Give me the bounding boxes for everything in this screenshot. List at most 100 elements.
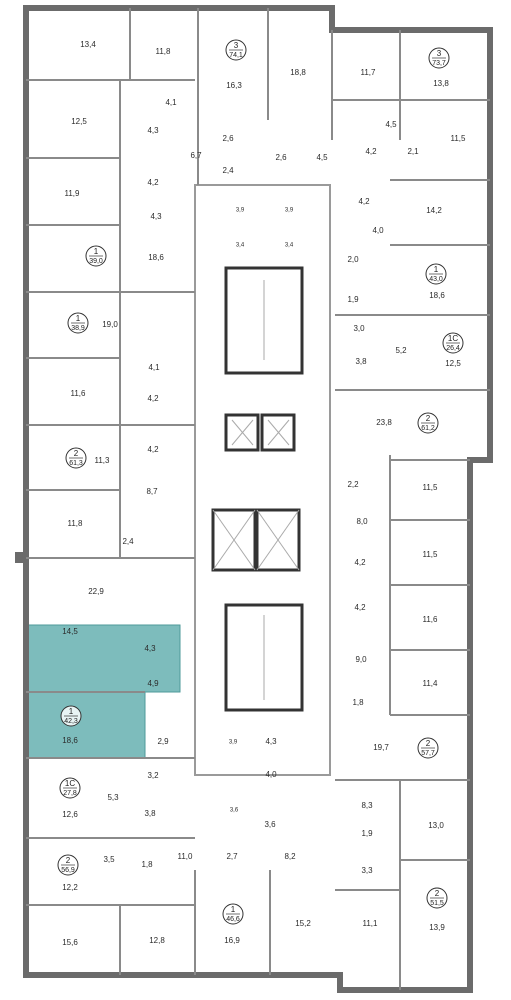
room-label: 18,8 xyxy=(290,68,306,77)
room-label: 16,3 xyxy=(226,81,242,90)
svg-text:46,6: 46,6 xyxy=(226,916,240,923)
apartment-badge: 2 61,2 xyxy=(417,412,439,434)
room-label: 14,5 xyxy=(62,627,78,636)
svg-text:61,2: 61,2 xyxy=(421,425,435,432)
room-label: 11,5 xyxy=(423,550,439,559)
room-label: 11,0 xyxy=(178,852,194,861)
room-label: 18,6 xyxy=(62,736,78,745)
svg-text:1С: 1С xyxy=(65,779,75,788)
room-label: 15,6 xyxy=(62,938,78,947)
room-label: 6,7 xyxy=(190,151,202,160)
room-label: 11,6 xyxy=(423,615,439,624)
room-label: 4,0 xyxy=(372,226,384,235)
room-label: 4,1 xyxy=(165,98,177,107)
room-label: 3,8 xyxy=(144,809,156,818)
room-label: 15,2 xyxy=(295,919,311,928)
room-label: 1,8 xyxy=(352,698,364,707)
apartment-badge: 1 38,9 xyxy=(67,312,89,334)
svg-text:2: 2 xyxy=(74,449,79,458)
room-label: 3,8 xyxy=(355,357,367,366)
room-label: 3,9 xyxy=(229,740,238,746)
room-label: 2,4 xyxy=(122,537,134,546)
svg-text:2: 2 xyxy=(426,414,431,423)
room-label: 12,5 xyxy=(71,117,87,126)
room-label: 4,2 xyxy=(147,445,159,454)
room-label: 4,2 xyxy=(147,394,159,403)
room-label: 3,0 xyxy=(353,324,365,333)
svg-text:42,3: 42,3 xyxy=(64,718,78,725)
svg-text:2: 2 xyxy=(435,889,440,898)
room-label: 4,1 xyxy=(148,363,160,372)
room-label: 8,2 xyxy=(284,852,296,861)
room-label: 23,8 xyxy=(376,418,392,427)
room-label: 4,5 xyxy=(316,153,328,162)
room-label: 4,2 xyxy=(365,147,377,156)
room-label: 2,6 xyxy=(222,134,234,143)
room-label: 2,9 xyxy=(157,737,169,746)
room-label: 11,1 xyxy=(363,919,379,928)
room-label: 18,6 xyxy=(429,291,445,300)
room-label: 12,5 xyxy=(445,359,461,368)
svg-text:74,1: 74,1 xyxy=(229,52,243,59)
svg-text:3: 3 xyxy=(437,49,442,58)
room-label: 8,7 xyxy=(146,487,158,496)
room-label: 11,3 xyxy=(95,456,111,465)
room-label: 4,2 xyxy=(354,603,366,612)
apartment-badge: 1С 26,4 xyxy=(442,332,464,354)
room-label: 4,9 xyxy=(147,679,159,688)
apartment-badge: 2 57,7 xyxy=(417,737,439,759)
svg-text:1: 1 xyxy=(69,707,74,716)
room-label: 4,3 xyxy=(147,126,159,135)
svg-text:1: 1 xyxy=(76,314,81,323)
room-label: 1,9 xyxy=(347,295,359,304)
room-label: 3,4 xyxy=(236,243,245,249)
room-label: 12,6 xyxy=(62,810,78,819)
room-label: 8,3 xyxy=(361,801,373,810)
apartment-badge: 2 51,5 xyxy=(426,887,448,909)
room-label: 4,3 xyxy=(265,737,277,746)
room-label: 2,4 xyxy=(222,166,234,175)
apartment-badge: 2 56,9 xyxy=(57,854,79,876)
room-label: 4,2 xyxy=(354,558,366,567)
svg-text:1: 1 xyxy=(231,905,236,914)
apartment-badge: 2 61,3 xyxy=(65,447,87,469)
svg-text:27,8: 27,8 xyxy=(63,790,77,797)
room-label: 2,1 xyxy=(407,147,419,156)
svg-text:38,9: 38,9 xyxy=(71,325,85,332)
room-label: 2,2 xyxy=(347,480,359,489)
room-label: 13,4 xyxy=(80,40,96,49)
room-label: 4,2 xyxy=(358,197,370,206)
room-label: 5,3 xyxy=(107,793,119,802)
room-label: 11,6 xyxy=(71,389,87,398)
svg-text:3: 3 xyxy=(234,41,239,50)
svg-text:1: 1 xyxy=(434,265,439,274)
svg-text:57,7: 57,7 xyxy=(421,750,435,757)
room-label: 1,8 xyxy=(141,860,153,869)
room-label: 4,5 xyxy=(385,120,397,129)
room-label: 2,6 xyxy=(275,153,287,162)
room-label: 4,3 xyxy=(150,212,162,221)
svg-text:2: 2 xyxy=(66,856,71,865)
room-label: 2,0 xyxy=(347,255,359,264)
svg-text:2: 2 xyxy=(426,739,431,748)
room-label: 4,0 xyxy=(265,770,277,779)
apartment-badge: 1 46,6 xyxy=(222,903,244,925)
room-label: 2,7 xyxy=(226,852,238,861)
room-label: 1,9 xyxy=(361,829,373,838)
svg-text:26,4: 26,4 xyxy=(446,345,460,352)
room-label: 11,8 xyxy=(68,519,84,528)
room-label: 11,9 xyxy=(65,189,81,198)
svg-text:1: 1 xyxy=(94,247,99,256)
svg-text:61,3: 61,3 xyxy=(69,460,83,467)
room-label: 3,9 xyxy=(236,208,245,214)
interior-walls xyxy=(26,8,490,990)
svg-text:73,7: 73,7 xyxy=(432,60,446,67)
room-label: 11,4 xyxy=(423,679,439,688)
room-label: 11,5 xyxy=(423,483,439,492)
apartment-badge: 1С 27,8 xyxy=(59,777,81,799)
room-label: 12,8 xyxy=(149,936,165,945)
room-label: 8,0 xyxy=(356,517,368,526)
apartment-badge: 1 42,3 xyxy=(60,705,82,727)
room-label: 16,9 xyxy=(224,936,240,945)
room-label: 9,0 xyxy=(355,655,367,664)
